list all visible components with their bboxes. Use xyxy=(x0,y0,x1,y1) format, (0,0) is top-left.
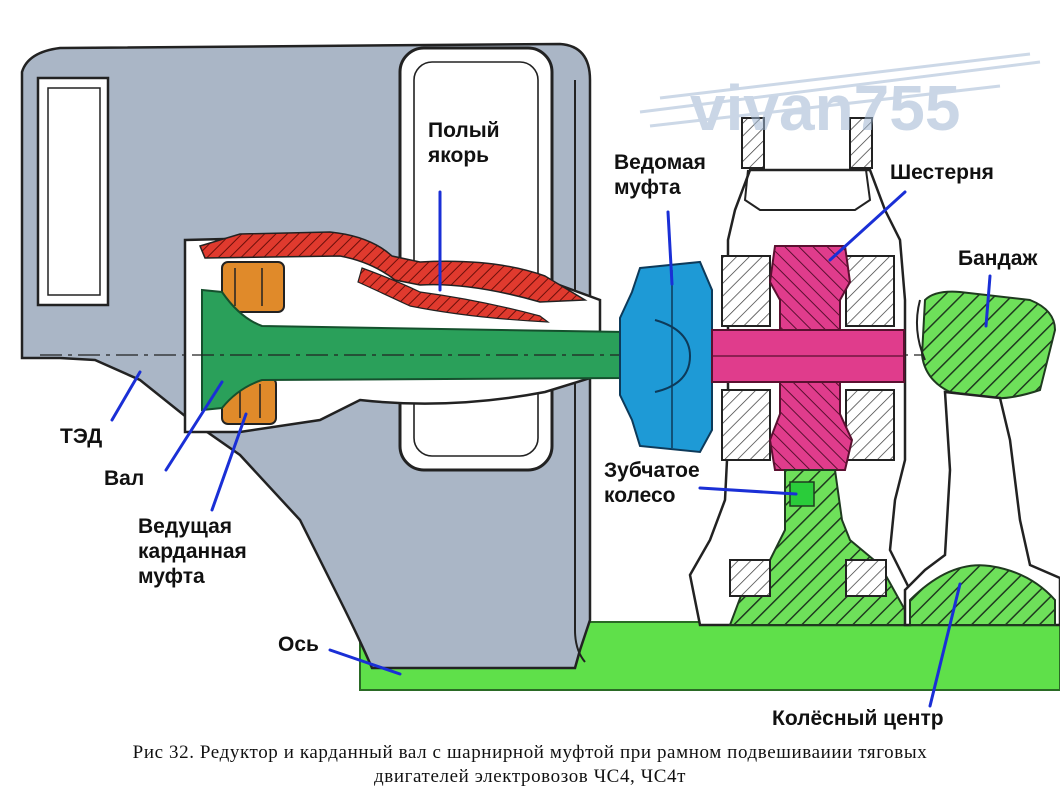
wheel-hub xyxy=(909,564,1056,626)
leader-zubchatoe-koleso xyxy=(698,486,798,496)
label-ted: ТЭД xyxy=(60,425,103,448)
leader-lines xyxy=(110,190,992,708)
wheel-flange xyxy=(915,299,926,361)
watermark-swoosh xyxy=(639,52,1041,128)
wheel-tyre xyxy=(920,290,1057,400)
label-val: Вал xyxy=(104,467,145,490)
gearbox-upper-frame xyxy=(743,169,872,211)
leader-vedomaya-mufta xyxy=(666,210,674,286)
label-vedomaya-mufta: Ведомая муфта xyxy=(614,151,706,199)
motor-inner-window-inner xyxy=(413,61,539,457)
label-kolesny-centr: Колёсный центр xyxy=(772,707,944,730)
hollow-armature-crown-2 xyxy=(357,267,550,323)
motor-housing-contour xyxy=(574,80,586,663)
motor-housing-window-inner xyxy=(47,87,101,296)
gearbox-bolt-left xyxy=(741,117,765,169)
motor-housing-window xyxy=(36,76,110,307)
bearing-axle-left xyxy=(729,559,771,597)
bearing-upper-right xyxy=(845,255,895,327)
leader-kolesny-centr xyxy=(928,582,962,708)
leader-bandazh xyxy=(984,274,992,328)
watermark: vivan755 xyxy=(639,52,1041,144)
driven-coupling xyxy=(619,260,713,454)
leader-val xyxy=(164,380,224,472)
leader-ted xyxy=(110,370,142,422)
label-zubchatoe-koleso: Зубчатое колесо xyxy=(604,459,700,507)
label-os: Ось xyxy=(278,633,319,656)
figure-caption-line-1: Рис 32. Редуктор и карданный вал с шарни… xyxy=(132,742,928,763)
bearing-lower-right xyxy=(845,389,895,461)
leader-os xyxy=(328,648,402,676)
leader-vedushchaya-mufta xyxy=(210,412,248,512)
label-shesternya: Шестерня xyxy=(890,161,994,184)
driving-coupling-upper xyxy=(221,261,285,313)
label-bandazh: Бандаж xyxy=(958,247,1038,270)
leader-shesternya xyxy=(828,190,907,262)
bearing-axle-right xyxy=(845,559,887,597)
label-poly-yakor: Полый якорь xyxy=(428,119,500,167)
bearing-upper-left xyxy=(721,255,771,327)
motor-inner-window xyxy=(398,46,554,472)
hollow-armature-crown xyxy=(198,231,588,303)
label-vedushchaya-mufta: Ведущая карданная муфта xyxy=(138,515,247,588)
watermark-text: vivan755 xyxy=(690,72,960,144)
wheel-center xyxy=(903,390,1060,627)
gearbox-bolt-right xyxy=(849,117,873,169)
bearing-lower-left xyxy=(721,389,771,461)
figure-caption-line-2: двигателей электровозов ЧС4, ЧС4т xyxy=(374,766,686,787)
